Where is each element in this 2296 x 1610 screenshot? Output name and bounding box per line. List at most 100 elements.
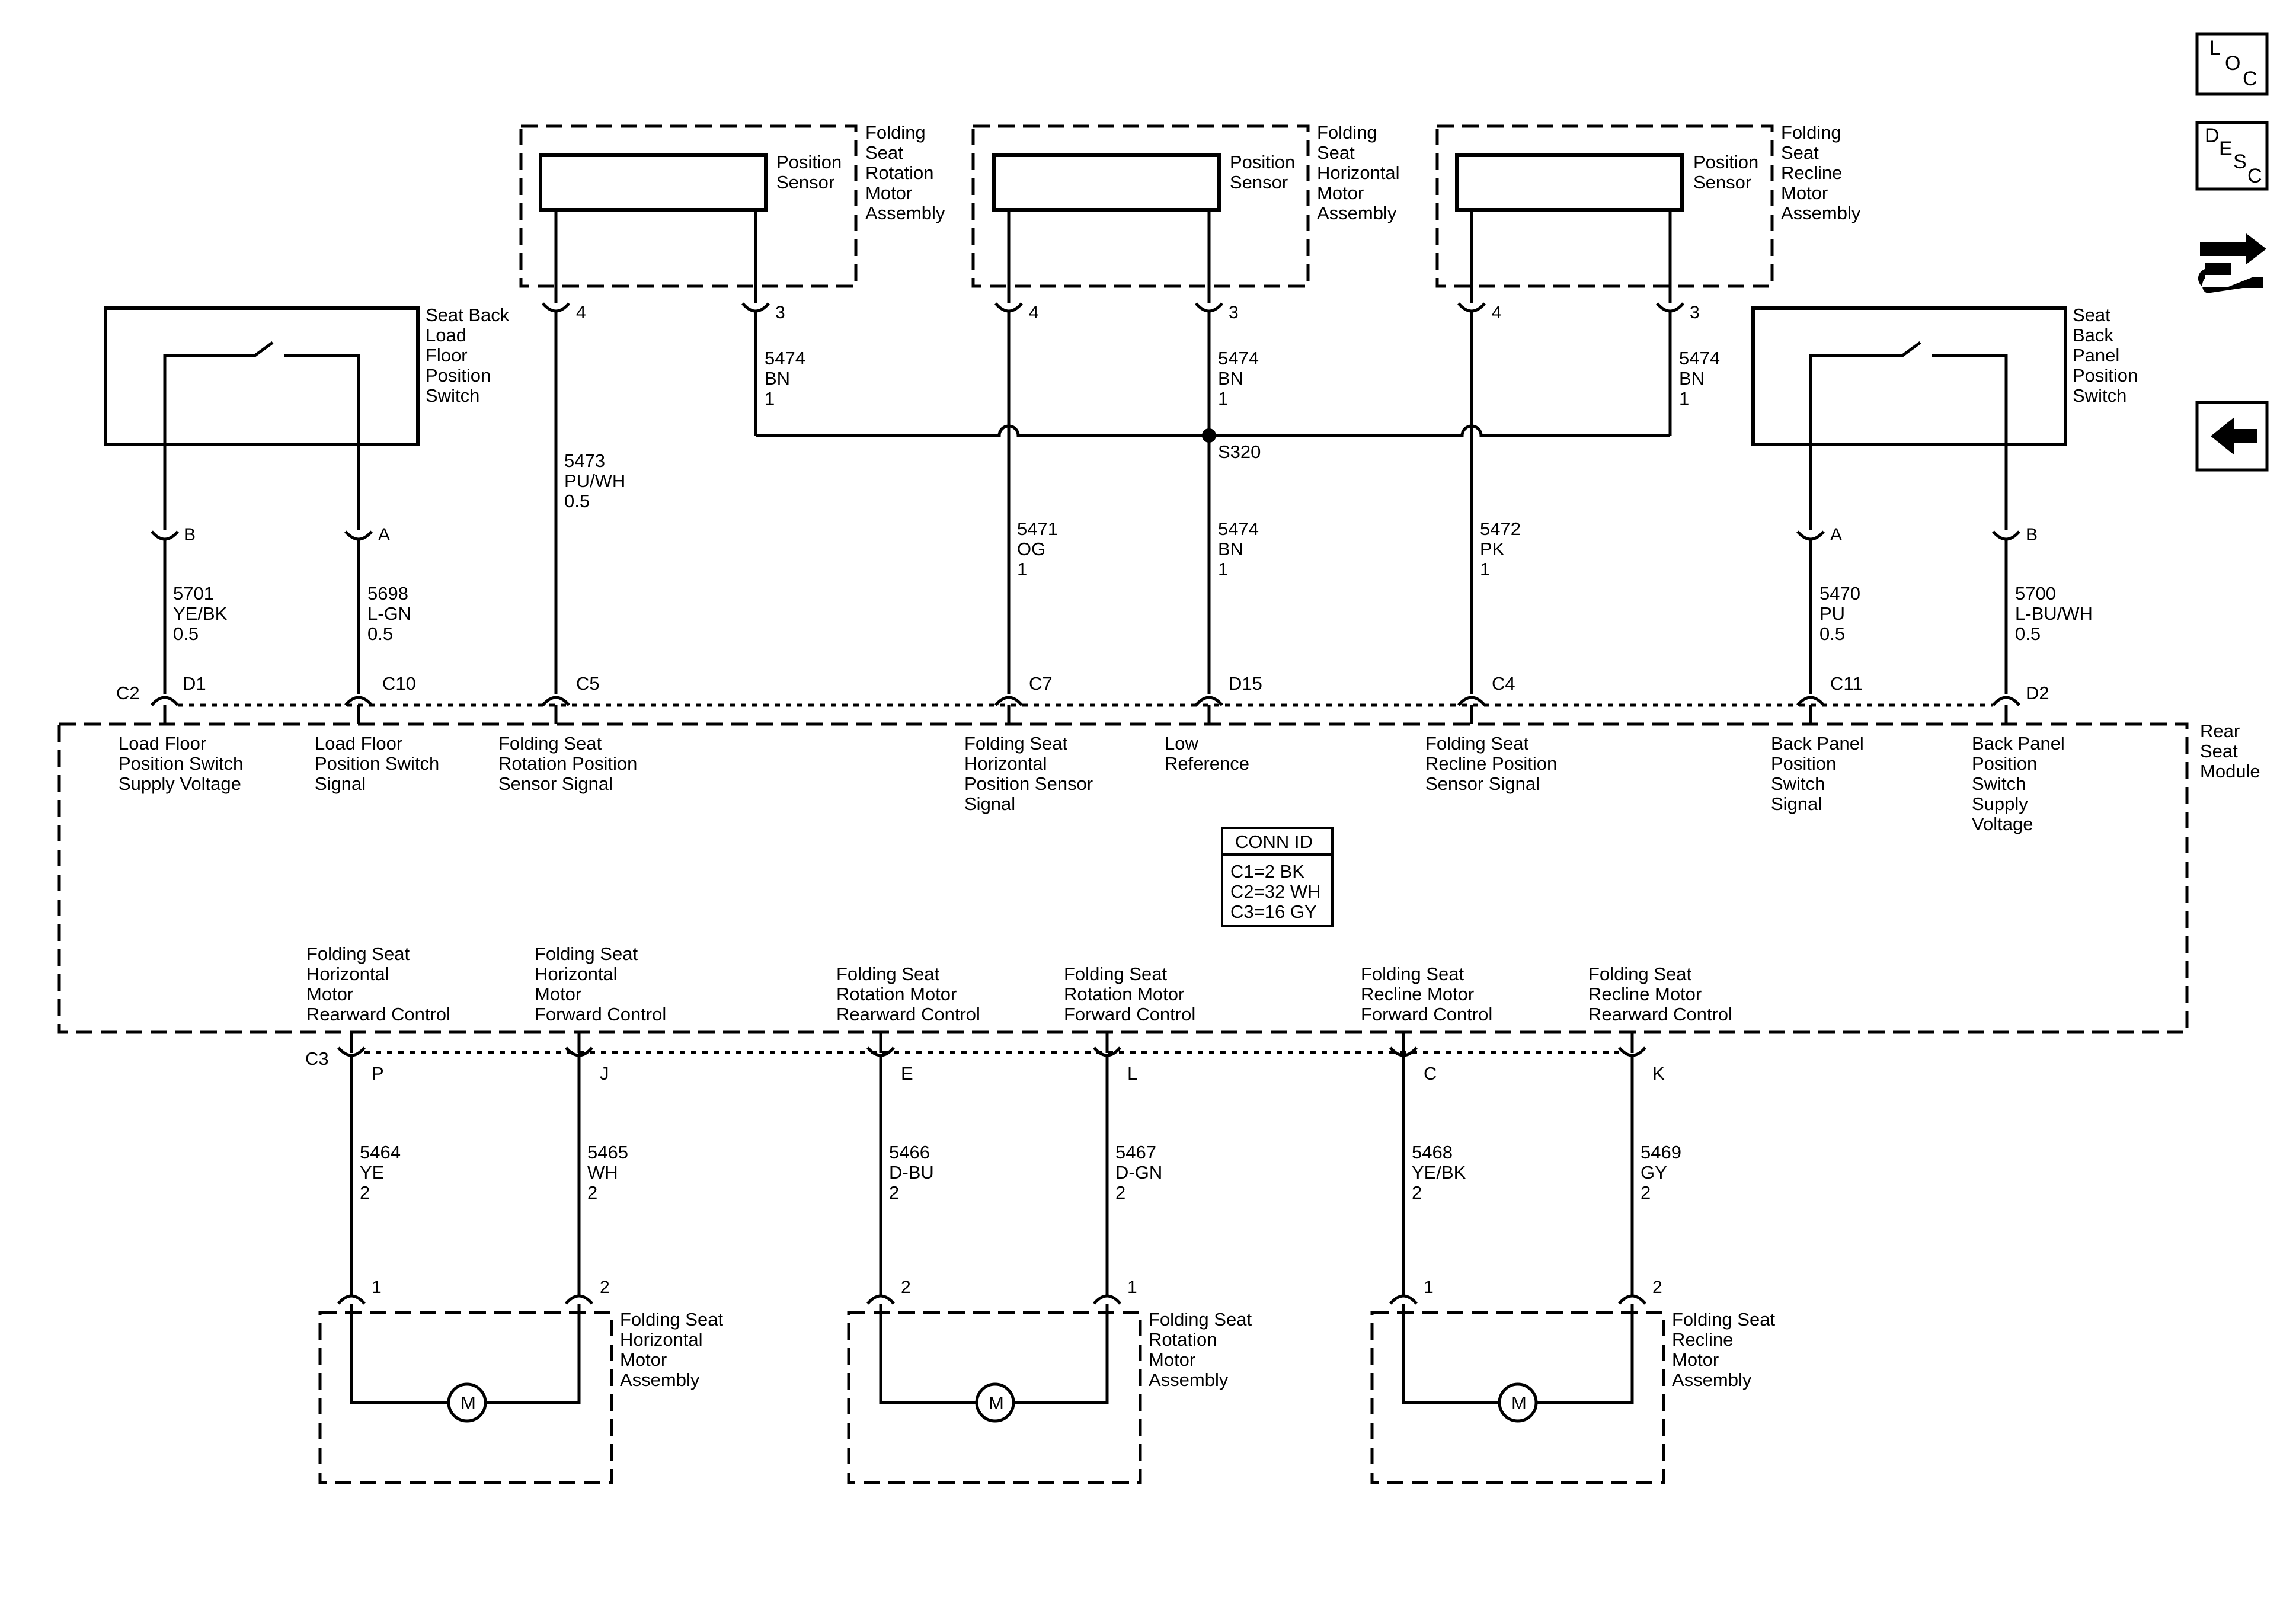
motor-icon (447, 1382, 487, 1423)
svg-text:Back Panel: Back Panel (1771, 733, 1864, 754)
svg-text:Sensor Signal: Sensor Signal (1425, 773, 1540, 794)
module-label-recline-sensor-signal: Folding Seat Recline Position Sensor Sig… (1425, 733, 1557, 794)
svg-text:C3=16 GY: C3=16 GY (1230, 901, 1317, 922)
svg-text:Folding Seat: Folding Seat (498, 733, 602, 754)
assembly-label: Folding (1781, 122, 1841, 143)
svg-text:5470: 5470 (1819, 583, 1860, 604)
svg-text:0.5: 0.5 (2015, 623, 2041, 644)
svg-text:D-BU: D-BU (889, 1162, 934, 1183)
module-label-load-floor-supply: Load Floor Position Switch Supply Voltag… (119, 733, 243, 794)
svg-text:5474: 5474 (1218, 348, 1259, 369)
wire-labels-bottom: 5464 YE 2 5465 WH 2 5466 D-BU 2 5467 D-G… (360, 1142, 1681, 1203)
svg-text:C10: C10 (382, 673, 416, 694)
svg-text:Switch: Switch (1972, 773, 2026, 794)
wire-5470: 5470 PU 0.5 (1819, 583, 1860, 644)
svg-text:1: 1 (1679, 388, 1689, 409)
wire-5474-low-reference: 5474 BN 1 (1218, 518, 1259, 580)
svg-text:5467: 5467 (1115, 1142, 1156, 1163)
svg-text:Rearward Control: Rearward Control (836, 1004, 980, 1025)
svg-text:Horizontal: Horizontal (964, 753, 1047, 774)
svg-text:Rearward Control: Rearward Control (1588, 1004, 1732, 1025)
wiring-tools-icon[interactable] (2198, 233, 2266, 293)
conn-id-table: CONN ID C1=2 BK C2=32 WH C3=16 GY (1221, 827, 1334, 927)
svg-text:Rearward Control: Rearward Control (306, 1004, 450, 1025)
motor-pin-labels: 1 2 2 1 1 2 (372, 1278, 1662, 1297)
svg-text:Horizontal: Horizontal (620, 1329, 703, 1350)
loc-icon[interactable]: L O C (2195, 32, 2269, 96)
pin-label: 3 (775, 303, 785, 322)
module-label-rotation-sensor-signal: Folding Seat Rotation Position Sensor Si… (498, 733, 637, 794)
svg-text:P: P (372, 1063, 384, 1084)
assembly-label: Recline (1781, 162, 1842, 183)
svg-text:Folding Seat: Folding Seat (964, 733, 1067, 754)
wire-5698: 5698 L-GN 0.5 (367, 583, 411, 644)
back-arrow-icon[interactable] (2195, 401, 2269, 472)
svg-text:1: 1 (1424, 1278, 1434, 1297)
motor-symbol: M (1511, 1393, 1527, 1413)
svg-text:C2=32 WH: C2=32 WH (1230, 881, 1320, 902)
svg-text:L-GN: L-GN (367, 603, 411, 624)
svg-text:5474: 5474 (1679, 348, 1720, 369)
wire-5474-horizontal: 5474 BN 1 (1218, 348, 1259, 409)
assembly-label: Assembly (1317, 203, 1397, 223)
svg-text:1: 1 (1218, 559, 1228, 580)
bottom-wiring (337, 1032, 1646, 1305)
svg-text:Back Panel: Back Panel (1972, 733, 2065, 754)
svg-text:Recline Motor: Recline Motor (1588, 984, 1702, 1004)
svg-text:YE/BK: YE/BK (1412, 1162, 1466, 1183)
pin-label: A (1830, 525, 1842, 545)
module-label-horizontal-rearward: Folding Seat Horizontal Motor Rearward C… (306, 943, 450, 1025)
svg-text:Folding Seat: Folding Seat (1672, 1309, 1775, 1330)
svg-text:2: 2 (889, 1182, 899, 1203)
svg-text:Recline: Recline (1672, 1329, 1733, 1350)
wire-labels-top: 5474 BN 1 5474 BN 1 5474 BN 1 5473 PU/WH… (173, 348, 2093, 644)
svg-text:PU/WH: PU/WH (564, 470, 625, 491)
svg-text:PU: PU (1819, 603, 1845, 624)
svg-text:K: K (1652, 1063, 1665, 1084)
position-sensor-label: Sensor (1230, 172, 1288, 193)
position-sensor-label: Sensor (776, 172, 834, 193)
svg-text:Forward Control: Forward Control (535, 1004, 666, 1025)
svg-text:Signal: Signal (964, 793, 1015, 814)
svg-text:Position: Position (1972, 753, 2037, 774)
svg-text:D-GN: D-GN (1115, 1162, 1162, 1183)
svg-text:YE/BK: YE/BK (173, 603, 228, 624)
wire-5471: 5471 OG 1 (1017, 518, 1058, 580)
svg-text:1: 1 (765, 388, 775, 409)
switch-label: Switch (2073, 385, 2126, 406)
switch-label: Back (2073, 325, 2113, 345)
switch-label: Position (2073, 365, 2138, 386)
position-sensor-label: Position (776, 152, 842, 172)
desc-icon-letter: D (2205, 124, 2220, 147)
rotation-motor-assembly: Position Sensor Folding Seat Rotation Mo… (519, 122, 945, 288)
svg-text:0.5: 0.5 (367, 623, 393, 644)
loc-icon-letter: L (2209, 37, 2221, 59)
svg-text:2: 2 (1652, 1278, 1662, 1297)
desc-icon[interactable]: D E S C (2195, 121, 2269, 191)
pin-label: 4 (1492, 303, 1502, 322)
svg-text:C: C (1424, 1063, 1437, 1084)
loc-icon-letter: O (2225, 52, 2240, 75)
svg-text:Forward Control: Forward Control (1361, 1004, 1492, 1025)
svg-text:L-BU/WH: L-BU/WH (2015, 603, 2093, 624)
svg-text:2: 2 (360, 1182, 370, 1203)
svg-text:Motor: Motor (620, 1349, 667, 1370)
wire-5474-rotation: 5474 BN 1 (765, 348, 805, 409)
recline-motor-assembly: Position Sensor Folding Seat Recline Mot… (1435, 122, 1861, 288)
pin-label: B (184, 525, 196, 545)
svg-text:Rear: Rear (2200, 721, 2240, 741)
svg-text:Signal: Signal (315, 773, 366, 794)
svg-text:1: 1 (1480, 559, 1490, 580)
svg-text:Rotation Motor: Rotation Motor (1064, 984, 1184, 1004)
pin-label: 4 (576, 303, 586, 322)
wire-5474-recline: 5474 BN 1 (1679, 348, 1720, 409)
position-sensor-label: Sensor (1693, 172, 1751, 193)
svg-text:Folding Seat: Folding Seat (1588, 964, 1691, 984)
svg-text:5474: 5474 (765, 348, 805, 369)
svg-text:2: 2 (587, 1182, 597, 1203)
motor-symbol: M (461, 1393, 476, 1413)
assembly-label: Seat (865, 142, 903, 163)
svg-text:Motor: Motor (1672, 1349, 1719, 1370)
assembly-label: Horizontal (1317, 162, 1400, 183)
wire-5466: 5466 D-BU 2 (889, 1142, 934, 1203)
